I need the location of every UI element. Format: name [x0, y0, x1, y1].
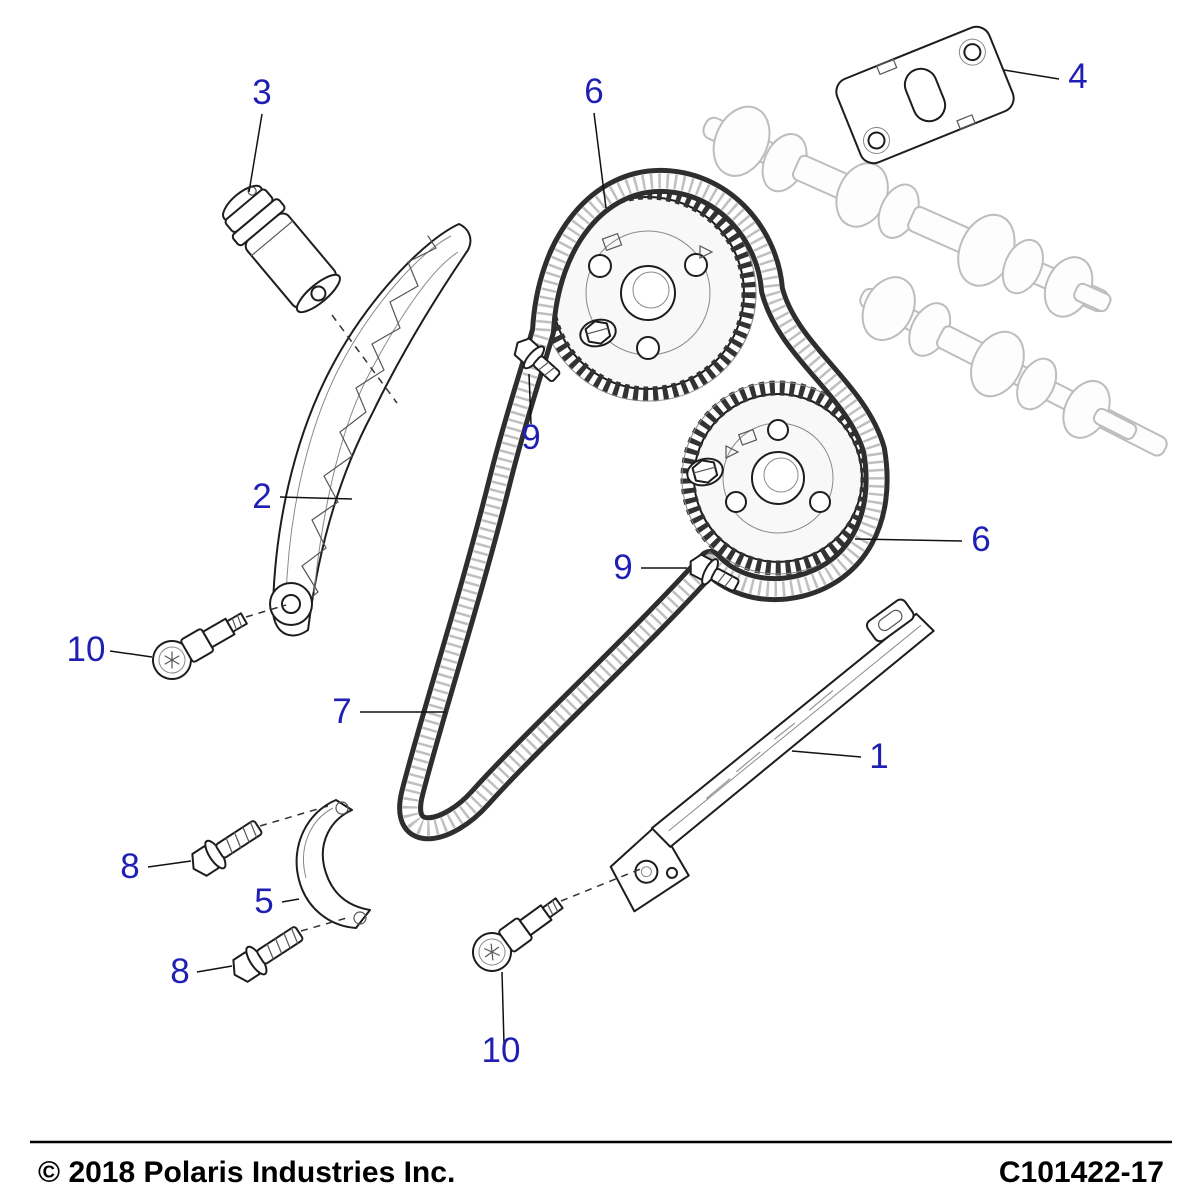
- part-1-chain-guide: [609, 598, 935, 913]
- part-8-hex-bolt-lower: [224, 918, 309, 990]
- truss-pattern: [295, 235, 437, 611]
- part-10-shoulder-screw-left: [145, 601, 255, 687]
- part-10-shoulder-screw-bottom: [464, 886, 572, 980]
- callout-2: 2: [252, 477, 271, 516]
- callout-10-left: 10: [67, 630, 106, 669]
- copyright-text: © 2018 Polaris Industries Inc.: [38, 1156, 455, 1189]
- assembly-dashed-lines: [245, 314, 644, 932]
- callout-8-upper: 8: [120, 847, 139, 886]
- callout-6-right: 6: [971, 520, 990, 559]
- callout-9-lower: 9: [613, 548, 632, 587]
- part-4-retainer-plate: [835, 25, 1015, 165]
- callout-1: 1: [869, 737, 888, 776]
- drawing-number: C101422-17: [999, 1156, 1164, 1189]
- callout-6-top: 6: [584, 72, 603, 111]
- callout-labels: 3 6 4 9 2 6 9 10 7 1 8 5 8 10: [67, 57, 1088, 1070]
- part-3-tensioner-plunger: [222, 184, 341, 314]
- part-8-hex-bolt-upper: [183, 812, 268, 884]
- callout-8-lower: 8: [170, 952, 189, 991]
- footer: © 2018 Polaris Industries Inc. C101422-1…: [30, 1140, 1172, 1189]
- callout-9-upper: 9: [521, 418, 540, 457]
- callout-3: 3: [252, 73, 271, 112]
- callout-leaders: [109, 69, 1060, 1045]
- part-2-tensioner-blade: [269, 223, 472, 637]
- callout-10-bottom: 10: [482, 1031, 521, 1070]
- callout-5: 5: [254, 882, 273, 921]
- callout-4: 4: [1068, 57, 1087, 96]
- stamp-marks: [706, 690, 834, 799]
- camshaft-front-ghost: [702, 105, 1112, 318]
- part-5-bearing-cap: [295, 799, 371, 929]
- camshaft-rear-ghost: [859, 276, 1168, 457]
- callout-7: 7: [332, 692, 351, 731]
